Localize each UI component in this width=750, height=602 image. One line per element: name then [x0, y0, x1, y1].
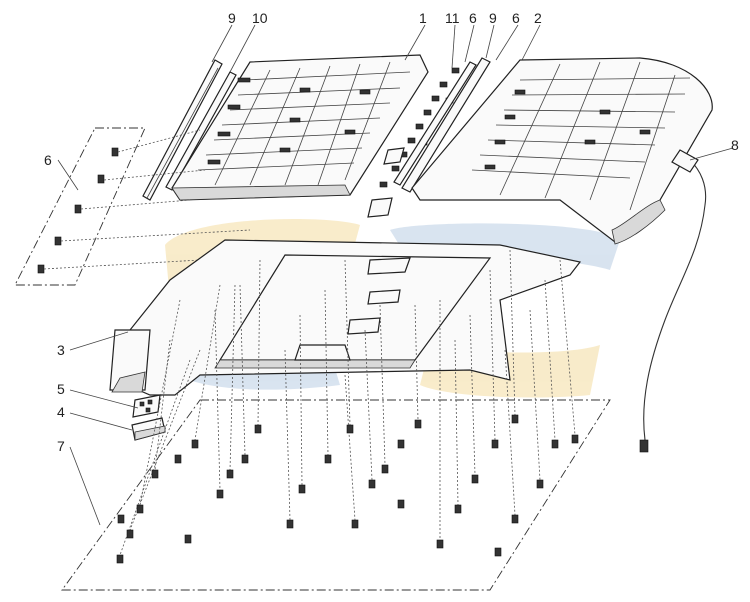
label-1: 1 [419, 10, 427, 26]
label-8: 8 [731, 137, 739, 153]
label-9-right: 9 [489, 10, 497, 26]
label-5: 5 [57, 381, 65, 397]
screws [116, 414, 579, 564]
fastener-plates [367, 147, 405, 218]
seal-strip-10 [165, 71, 237, 191]
seal-strip-9-left [142, 59, 223, 201]
label-10: 10 [252, 10, 268, 26]
label-11: 11 [445, 10, 460, 26]
headliner-3 [109, 239, 582, 396]
dashed-box-6 [14, 127, 251, 286]
seal-strip-9-right [401, 57, 491, 193]
label-4: 4 [57, 404, 65, 420]
label-9-left: 9 [228, 10, 236, 26]
cable-8 [639, 149, 707, 453]
screw-drop-lines [119, 249, 576, 556]
label-3: 3 [57, 342, 65, 358]
roof-panel-1 [171, 54, 429, 201]
label-6-right: 6 [512, 10, 520, 26]
seal-strip-6-center [393, 61, 477, 186]
roof-panel-2 [411, 57, 713, 245]
callout-labels: 9 10 1 11 6 9 6 2 8 6 3 5 4 7 [44, 10, 739, 454]
label-6-top: 6 [469, 10, 477, 26]
label-2: 2 [534, 10, 542, 26]
label-6-left: 6 [44, 152, 52, 168]
dashed-box-7 [61, 399, 611, 591]
part-5 [132, 394, 161, 418]
part-4 [131, 417, 166, 441]
label-7: 7 [57, 438, 65, 454]
leader-lines [57, 24, 734, 526]
